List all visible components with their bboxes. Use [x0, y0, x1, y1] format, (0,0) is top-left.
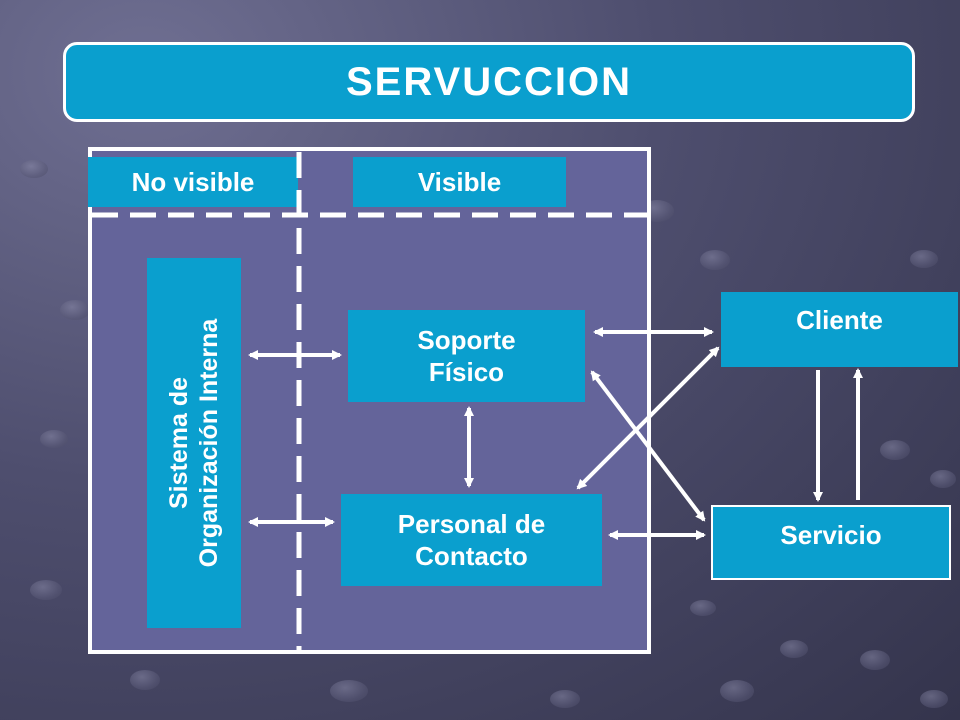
- soporte-line2: Físico: [428, 357, 505, 387]
- arrow-soporte-servicio: [590, 370, 706, 522]
- servicio-text: Servicio: [780, 520, 882, 550]
- no-visible-text: No visible: [131, 166, 255, 197]
- no-visible-label: No visible: [88, 157, 298, 207]
- visible-label: Visible: [353, 157, 566, 207]
- personal-contacto-box: Personal de Contacto: [341, 494, 602, 586]
- visible-text: Visible: [417, 166, 502, 197]
- personal-line2: Contacto: [415, 541, 528, 571]
- diagram-title: SERVUCCION: [346, 59, 632, 104]
- personal-line1: Personal de: [397, 508, 546, 539]
- title-banner: SERVUCCION: [63, 42, 915, 122]
- cliente-text: Cliente: [796, 305, 883, 335]
- sistema-organizacion-box: Sistema de Organización Interna: [147, 258, 241, 628]
- soporte-fisico-box: Soporte Físico: [348, 310, 585, 402]
- servicio-box: Servicio: [711, 505, 951, 580]
- arrow-personal-cliente: [576, 346, 720, 490]
- soporte-line1: Soporte: [417, 324, 516, 355]
- cliente-box: Cliente: [721, 292, 958, 367]
